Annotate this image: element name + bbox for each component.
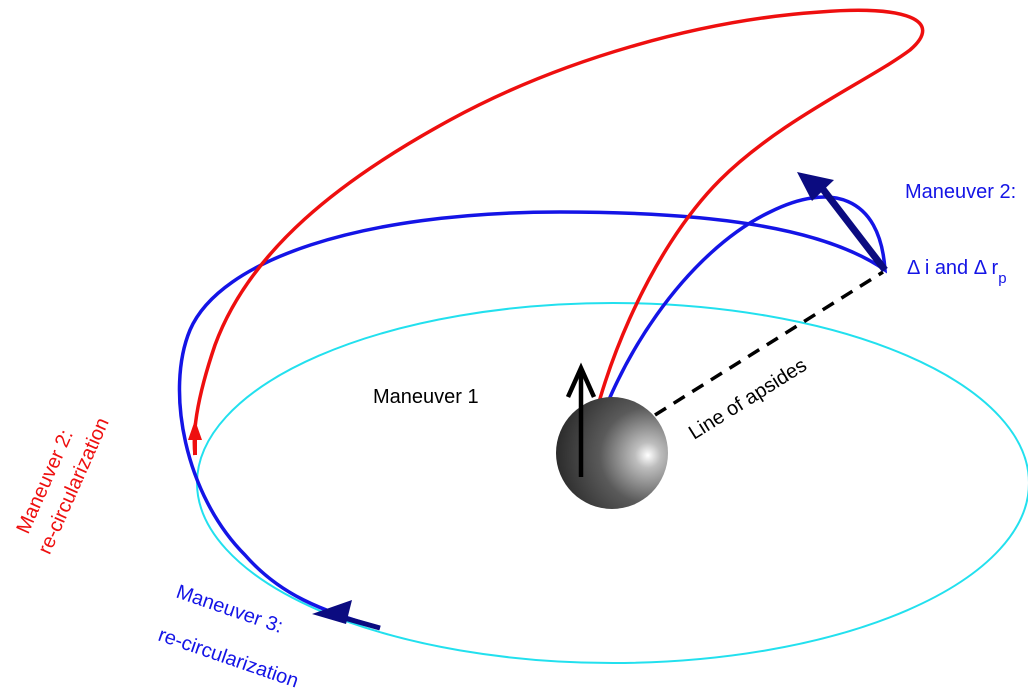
maneuver2-delta-arrow	[797, 172, 888, 273]
maneuver2-blue-delta: Δ i and Δ rp	[907, 257, 1007, 287]
line-of-apsides-label: Line of apsides	[685, 354, 811, 444]
maneuver3-label: Maneuver 3: re-circularization	[155, 581, 301, 692]
maneuver1-label: Maneuver 1	[373, 386, 479, 408]
maneuver2-blue-delta-text: Δ i and Δ r	[907, 257, 999, 279]
red-recirculation-arrow	[188, 420, 202, 455]
red-transfer-orbit	[192, 8, 925, 479]
maneuver1-arrow	[565, 362, 597, 477]
maneuver2-blue-subscript: p	[998, 270, 1006, 287]
blue-transfer-orbit	[177, 195, 887, 630]
maneuver2-blue-title: Maneuver 2:	[905, 181, 1016, 203]
planet	[556, 397, 668, 509]
maneuver2-red-label: Maneuver 2: re-circularization	[12, 415, 113, 558]
maneuver3-title: Maneuver 3:	[173, 581, 285, 638]
line-of-apsides	[654, 270, 884, 417]
maneuver3-arrow	[312, 600, 381, 631]
